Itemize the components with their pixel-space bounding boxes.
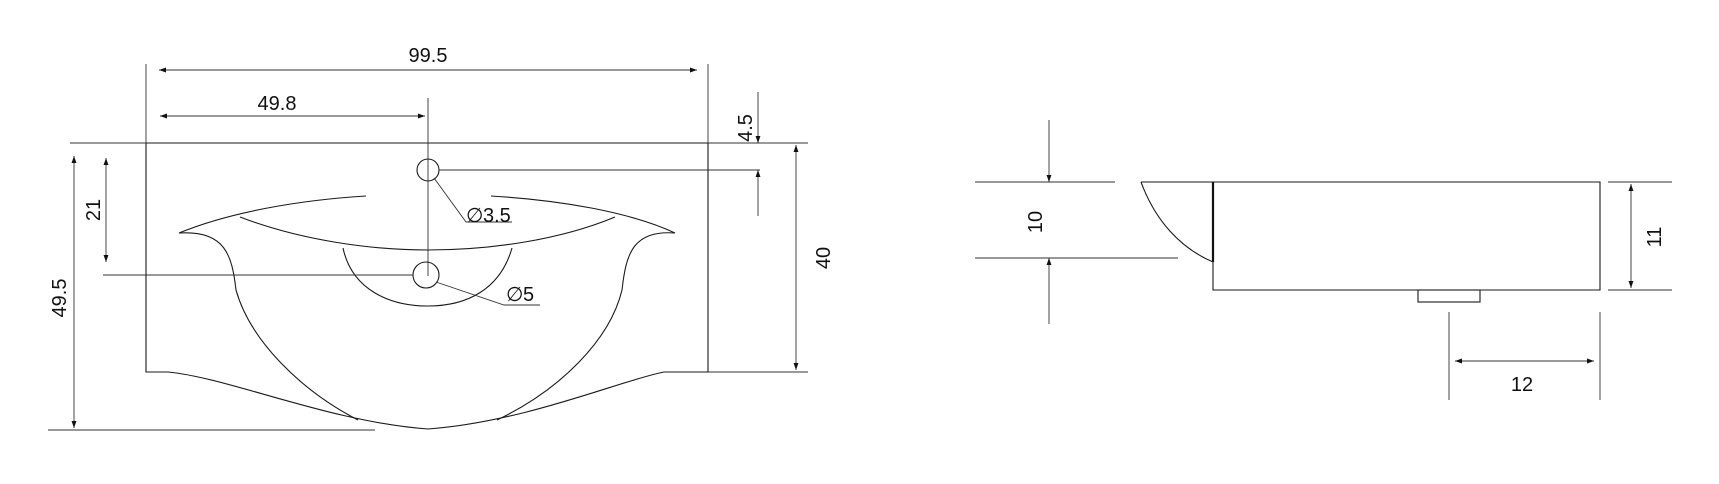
dim-rear-offset: 12 xyxy=(1511,374,1533,396)
dim-overall-depth: 49.5 xyxy=(49,279,71,318)
drain-diameter-label: ∅ 5 xyxy=(506,284,534,306)
dim-body-depth: 40 xyxy=(813,247,835,269)
drain-diameter-value: 5 xyxy=(523,284,534,306)
front-view: ∅ 3.5 ∅ 5 99.5 49.8 4.5 21 49. xyxy=(48,45,835,431)
drain-leader xyxy=(435,281,540,306)
dim-overall-width: 99.5 xyxy=(409,45,448,67)
dim-back-to-tap: 4.5 xyxy=(735,114,757,142)
drain-outlet xyxy=(1417,289,1481,303)
tap-hole-leader xyxy=(433,177,512,223)
dim-tap-offset: 49.8 xyxy=(258,93,297,115)
tap-hole-diameter-value: 3.5 xyxy=(483,205,511,227)
diameter-symbol-tap: ∅ xyxy=(466,205,483,227)
side-view: 10 11 12 xyxy=(975,120,1672,400)
dim-body-height: 11 xyxy=(1644,227,1666,248)
dim-front-height: 10 xyxy=(1025,211,1047,233)
tap-hole-diameter-label: ∅ 3.5 xyxy=(466,205,511,227)
basin-outline xyxy=(145,142,709,430)
diameter-symbol-drain: ∅ xyxy=(506,284,523,306)
dim-tap-to-drain: 21 xyxy=(83,199,105,221)
drain-hole xyxy=(412,261,440,289)
side-profile xyxy=(1140,181,1601,303)
